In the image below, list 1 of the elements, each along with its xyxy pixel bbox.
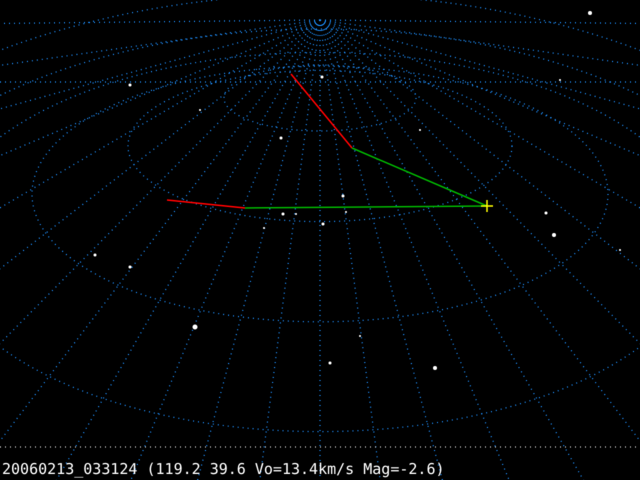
caption-text: 20060213_033124 (119.2 39.6 Vo=13.4km/s Mag=-2.6) [2, 460, 445, 478]
